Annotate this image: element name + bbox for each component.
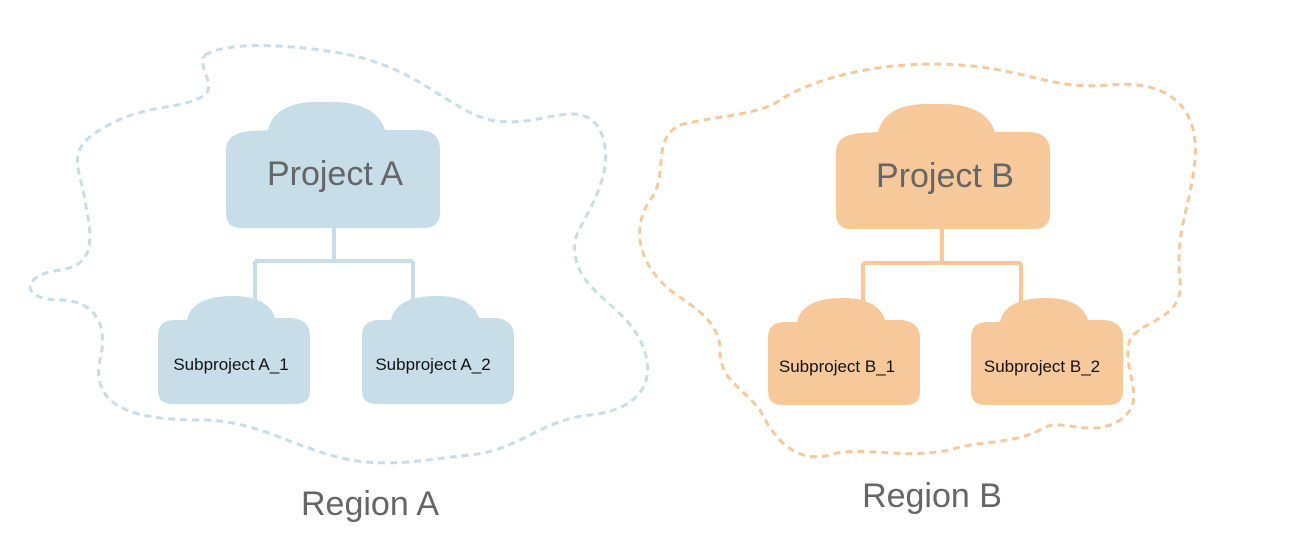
- subproject-a2-cloud: [362, 296, 514, 404]
- region-b-group: Project B Subproject B_1 Subproject B_2 …: [638, 62, 1197, 515]
- project-a-cloud: [226, 101, 440, 228]
- subproject-a1-label: Subproject A_1: [173, 355, 288, 374]
- region-a-boundary: [28, 44, 650, 465]
- project-b-label: Project B: [876, 157, 1014, 195]
- subproject-a2-label: Subproject A_2: [375, 355, 490, 374]
- subproject-b1-cloud: [768, 298, 920, 405]
- region-a-group: Project A Subproject A_1 Subproject A_2 …: [28, 44, 650, 523]
- project-b-cloud: [836, 103, 1050, 229]
- subproject-a1-cloud: [158, 296, 310, 404]
- region-b-label: Region B: [862, 477, 1002, 515]
- subproject-b1-label: Subproject B_1: [779, 357, 895, 376]
- region-b-boundary: [638, 62, 1197, 459]
- project-a-label: Project A: [267, 155, 403, 193]
- region-a-label: Region A: [301, 485, 439, 523]
- subproject-b2-cloud: [971, 298, 1123, 405]
- subproject-b2-label: Subproject B_2: [984, 357, 1100, 376]
